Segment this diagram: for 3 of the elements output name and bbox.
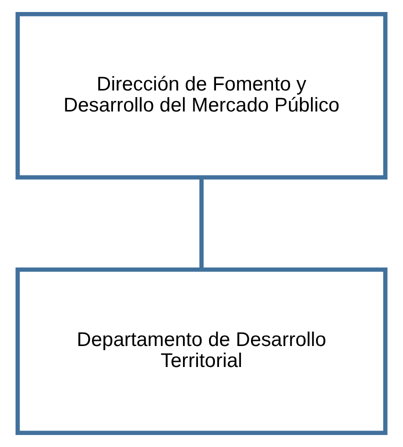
connector: [199, 178, 204, 270]
node-box: Departamento de Desarrollo Territorial: [16, 268, 388, 435]
node-box: Dirección de Fomento y Desarrollo del Mercado Público: [16, 12, 388, 180]
